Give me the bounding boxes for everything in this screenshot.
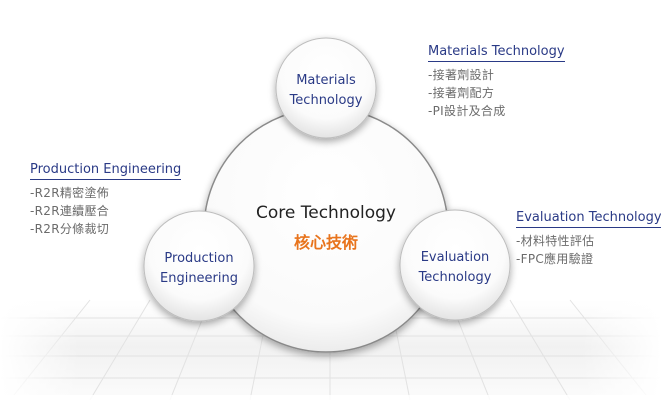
production-description-list: -R2R精密塗佈 -R2R連續壓合 -R2R分條裁切	[30, 184, 181, 238]
production-description-title: Production Engineering	[30, 162, 182, 180]
node-evaluation-line2: Technology	[418, 270, 492, 285]
node-materials: Materials Technology	[275, 37, 377, 139]
node-production-line2: Engineering	[160, 271, 238, 286]
evaluation-description-title: Evaluation Technology	[516, 210, 661, 228]
node-production: Production Engineering	[143, 210, 255, 322]
node-materials-line1: Materials	[296, 73, 356, 88]
evaluation-description-list: -材料特性評估 -FPC應用驗證	[516, 232, 661, 268]
list-item: -R2R精密塗佈	[30, 186, 110, 200]
materials-description-list: -接著劑設計 -接著劑配方 -PI設計及合成	[428, 66, 565, 120]
list-item: -PI設計及合成	[428, 104, 506, 118]
list-item: -接著劑配方	[428, 86, 495, 100]
materials-description-title: Materials Technology	[428, 44, 565, 62]
list-item: -接著劑設計	[428, 68, 495, 82]
node-evaluation-line1: Evaluation	[421, 250, 490, 265]
core-subtitle: 核心技術	[294, 233, 358, 252]
list-item: -材料特性評估	[516, 234, 595, 248]
materials-description: Materials Technology -接著劑設計 -接著劑配方 -PI設計…	[428, 40, 565, 120]
list-item: -R2R分條裁切	[30, 222, 110, 236]
production-description: Production Engineering -R2R精密塗佈 -R2R連續壓合…	[30, 158, 182, 238]
list-item: -FPC應用驗證	[516, 252, 594, 266]
node-evaluation: Evaluation Technology	[399, 209, 511, 321]
evaluation-description: Evaluation Technology -材料特性評估 -FPC應用驗證	[516, 206, 661, 268]
core-title: Core Technology	[256, 203, 396, 223]
node-production-line1: Production	[164, 251, 233, 266]
node-materials-line2: Technology	[289, 93, 363, 108]
list-item: -R2R連續壓合	[30, 204, 110, 218]
